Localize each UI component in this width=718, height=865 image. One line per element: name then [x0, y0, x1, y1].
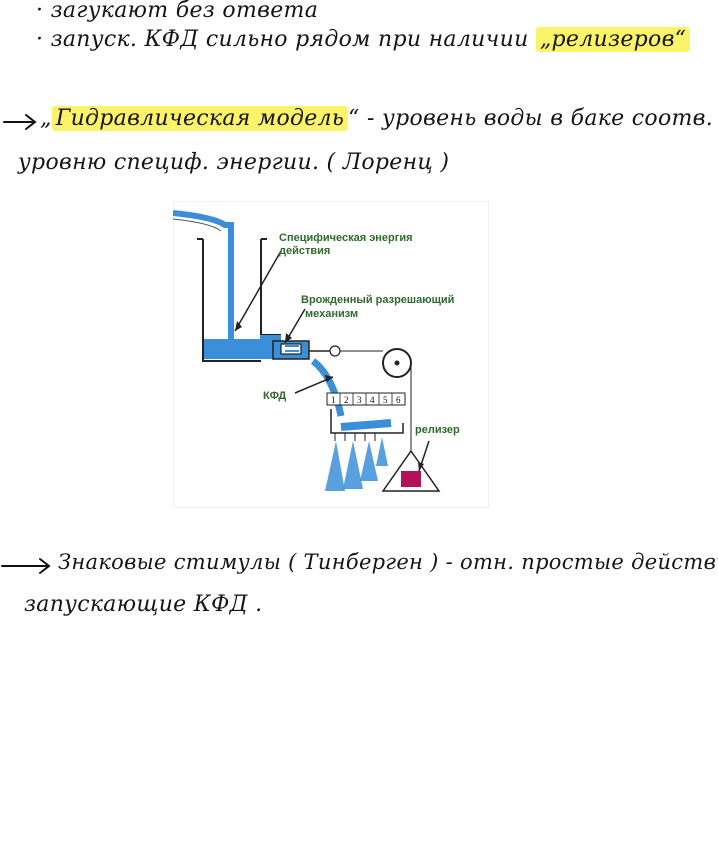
releaser-weight — [401, 471, 421, 487]
label-energy-1: Специфическая энергия — [279, 232, 413, 244]
scale-numbers: 1 2 3 4 5 6 — [331, 395, 401, 405]
scale-num-1: 1 — [331, 395, 336, 405]
note-line-3-quote: „ — [40, 106, 52, 131]
note-line-3: „Гидравлическая модель“ - уровень воды в… — [40, 106, 714, 131]
note-line-2-text: · запуск. КФД сильно рядом при наличии — [36, 27, 536, 52]
scale-num-4: 4 — [370, 395, 375, 405]
label-kfd: КФД — [263, 390, 286, 402]
note-line-3-text: “ - уровень воды в баке соотв. — [348, 106, 714, 131]
hydraulic-model-highlight: Гидравлическая модель — [51, 106, 349, 131]
label-energy-2: действия — [279, 245, 330, 257]
scale-num-2: 2 — [344, 395, 349, 405]
arrow-icon-2 — [1, 558, 51, 574]
releasers-highlight: „релизеров“ — [535, 27, 691, 52]
scale-num-5: 5 — [383, 395, 388, 405]
note-line-2: · запуск. КФД сильно рядом при наличии „… — [36, 27, 691, 52]
hydraulic-model-figure: 1 2 3 4 5 6 Специфическая энергия действ… — [173, 201, 489, 508]
note-line-1: · загукают без ответа — [36, 0, 319, 23]
label-releaser: релизер — [415, 424, 460, 436]
note-line-6: запускающие КФД . — [24, 592, 263, 617]
label-mechanism-2: механизм — [305, 308, 358, 320]
label-mechanism-1: Врожденный разрешающий — [301, 294, 454, 306]
note-line-5: Знаковые стимулы ( Тинберген ) - отн. пр… — [58, 550, 718, 574]
note-line-4: уровню специф. энергии. ( Лоренц ) — [18, 150, 450, 175]
scale-num-3: 3 — [357, 395, 362, 405]
scale-num-6: 6 — [396, 395, 401, 405]
arrow-icon — [3, 114, 37, 130]
